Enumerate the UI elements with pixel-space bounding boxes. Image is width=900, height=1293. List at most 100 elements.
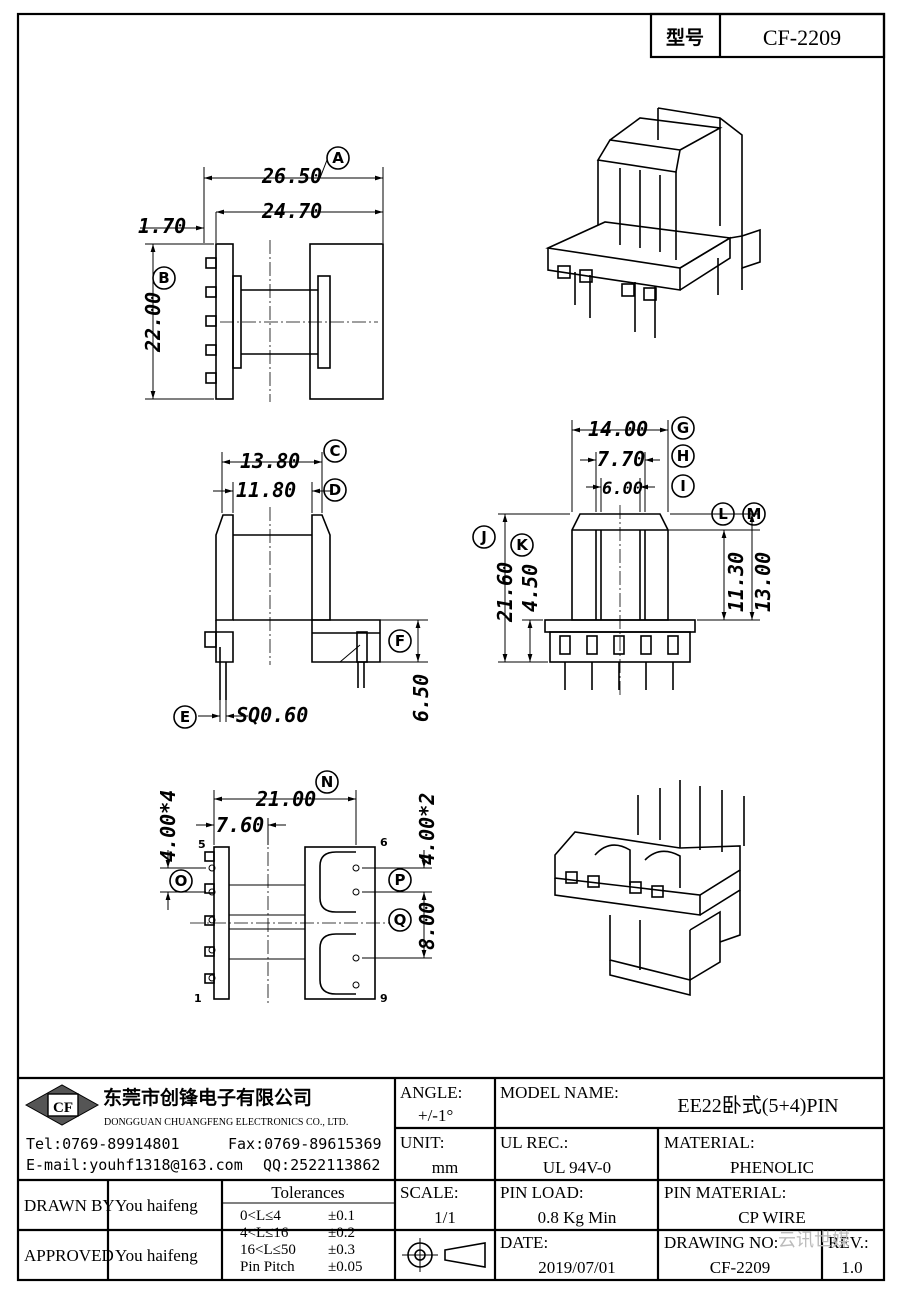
callout-G: G xyxy=(671,416,695,440)
company-name-en: DONGGUAN CHUANGFENG ELECTRONICS CO., LTD… xyxy=(104,1117,348,1128)
material-value: PHENOLIC xyxy=(730,1158,814,1177)
drawing-frame xyxy=(16,12,886,1282)
unit-label: UNIT: xyxy=(400,1133,444,1152)
pin-material-value: CP WIRE xyxy=(738,1208,806,1227)
dim-B-value: 22.00 xyxy=(141,292,165,353)
pin-material-label: PIN MATERIAL: xyxy=(664,1183,786,1202)
dim-D-value: 11.80 xyxy=(236,478,296,502)
dim-C-value: 13.80 xyxy=(240,449,300,473)
angle-value: +/-1° xyxy=(418,1106,453,1125)
date-label: DATE: xyxy=(500,1233,548,1252)
callout-Q: Q xyxy=(388,908,412,932)
title-block: CF 东莞市创锋电子有限公司 DONGGUAN CHUANGFENG ELECT… xyxy=(18,1076,884,1280)
dim-J-value: 21.60 xyxy=(493,562,517,623)
callout-D: D xyxy=(323,478,347,502)
company-tel: Tel:0769-89914801 xyxy=(26,1135,180,1153)
svg-text:K: K xyxy=(516,536,529,554)
scale-value: 1/1 xyxy=(434,1208,456,1227)
dim-P-value: 4.00*2 xyxy=(415,793,439,865)
company-qq: QQ:2522113862 xyxy=(263,1156,380,1174)
tol-value-2: ±0.3 xyxy=(328,1242,355,1258)
company-name-cn: 东莞市创锋电子有限公司 xyxy=(103,1086,312,1109)
material-label: MATERIAL: xyxy=(664,1133,755,1152)
dim-E-value: SQ0.60 xyxy=(236,703,308,727)
drawing-no-label: DRAWING NO: xyxy=(664,1233,778,1252)
svg-text:C: C xyxy=(329,442,340,460)
projection-symbol-icon xyxy=(402,1238,486,1272)
dim-L-value: 11.30 xyxy=(724,552,748,612)
model-value: EE22卧式(5+4)PIN xyxy=(677,1094,838,1117)
logo-text: CF xyxy=(53,1100,73,1116)
pin-number-6: 6 xyxy=(380,836,388,849)
callout-P: P xyxy=(388,868,412,892)
title-box-label: 型号 xyxy=(666,26,704,49)
top-view: 26.50 24.70 1.70 22.00 xyxy=(138,164,384,402)
tol-value-0: ±0.1 xyxy=(328,1208,355,1224)
callout-C: C xyxy=(323,439,347,463)
drawing-no-value: CF-2209 xyxy=(710,1258,770,1277)
callout-I: I xyxy=(671,474,695,498)
dim-A-value: 26.50 xyxy=(261,164,322,188)
dim-n2-value: 7.60 xyxy=(216,813,264,837)
callout-M: M xyxy=(742,502,766,526)
dim-Q-value: 8.00 xyxy=(415,902,439,950)
svg-text:N: N xyxy=(321,773,334,791)
svg-text:B: B xyxy=(158,269,169,287)
svg-text:J: J xyxy=(480,528,487,546)
tol-value-1: ±0.2 xyxy=(328,1225,355,1241)
svg-text:F: F xyxy=(395,632,405,650)
callout-K: K xyxy=(510,533,534,557)
approved-value: You haifeng xyxy=(115,1246,198,1265)
tol-range-0: 0<L≤4 xyxy=(240,1208,281,1224)
dim-O-value: 4.00*4 xyxy=(156,790,180,862)
svg-text:M: M xyxy=(747,505,762,523)
svg-text:A: A xyxy=(332,149,344,167)
company-fax: Fax:0769-89615369 xyxy=(228,1135,382,1153)
svg-text:I: I xyxy=(680,477,686,495)
dim-a2-value: 24.70 xyxy=(261,199,322,223)
callout-L: L xyxy=(711,502,735,526)
title-box: 型号 CF-2209 xyxy=(649,12,886,59)
ul-value: UL 94V-0 xyxy=(543,1158,611,1177)
company-logo: CF xyxy=(24,1084,100,1126)
callout-N: N xyxy=(315,770,339,794)
tolerances-label: Tolerances xyxy=(271,1183,344,1202)
pin-load-label: PIN LOAD: xyxy=(500,1183,584,1202)
rev-label: REV.: xyxy=(828,1233,869,1252)
callout-B: B xyxy=(152,266,176,290)
isometric-view-bottom xyxy=(554,780,745,997)
svg-text:L: L xyxy=(718,505,728,523)
tol-range-1: 4<L≤16 xyxy=(240,1225,289,1241)
drawn-by-value: You haifeng xyxy=(115,1196,198,1215)
rev-value: 1.0 xyxy=(841,1258,862,1277)
tol-range-2: 16<L≤50 xyxy=(240,1242,296,1258)
svg-text:Q: Q xyxy=(394,911,407,929)
svg-text:O: O xyxy=(175,872,188,890)
pin-number-5: 5 xyxy=(198,838,206,851)
dim-F-value: 6.50 xyxy=(409,674,433,722)
ul-label: UL REC.: xyxy=(500,1133,568,1152)
callout-J: J xyxy=(472,525,496,549)
drawn-by-label: DRAWN BY xyxy=(24,1196,115,1215)
callout-E: E xyxy=(173,705,197,729)
angle-label: ANGLE: xyxy=(400,1083,462,1102)
dim-K-value: 4.50 xyxy=(518,564,542,612)
front-view: 13.80 11.80 6.50 SQ0.60 xyxy=(198,449,433,727)
callout-A: A xyxy=(319,146,350,179)
svg-text:H: H xyxy=(677,447,690,465)
watermark: 云讯世媒 xyxy=(778,1230,850,1251)
dim-N-value: 21.00 xyxy=(255,787,316,811)
title-box-value: CF-2209 xyxy=(763,25,841,50)
dim-G-value: 14.00 xyxy=(588,417,648,441)
date-value: 2019/07/01 xyxy=(538,1258,615,1277)
dim-I-value: 6.00 xyxy=(602,479,643,499)
callout-H: H xyxy=(671,444,695,468)
pin-load-value: 0.8 Kg Min xyxy=(538,1208,617,1227)
approved-label: APPROVED xyxy=(24,1246,114,1265)
callout-F: F xyxy=(388,629,412,653)
dim-M-value: 13.00 xyxy=(751,552,775,612)
pin-number-1: 1 xyxy=(194,992,202,1005)
svg-text:G: G xyxy=(677,419,689,437)
isometric-view-top xyxy=(545,107,761,338)
